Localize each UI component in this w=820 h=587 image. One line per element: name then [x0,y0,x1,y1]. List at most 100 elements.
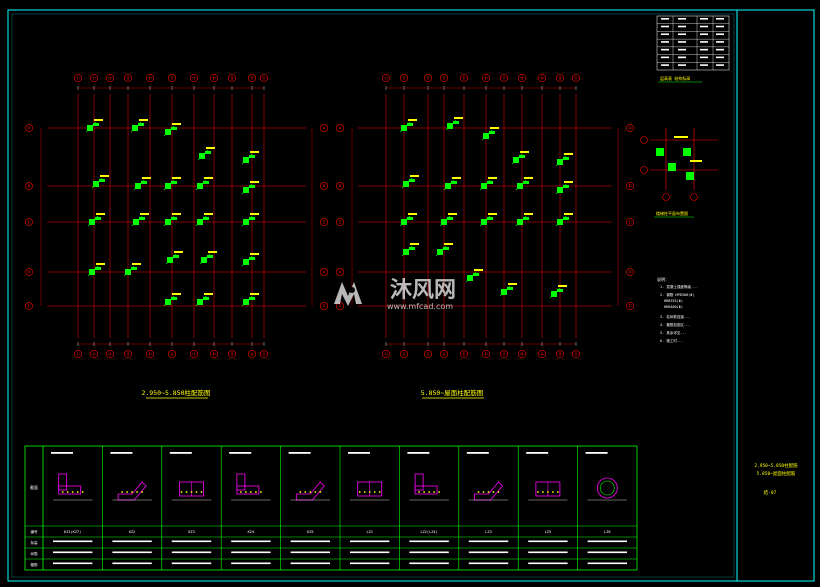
axis-bubble-icon [336,182,344,190]
axis-label: Ⓐ [322,125,327,132]
axis-label: ⑦ [192,76,196,81]
axis-bubble-icon [556,350,564,358]
column-mark [87,263,105,277]
schedule-cell-text [350,562,390,565]
axis-bubble-icon [210,350,218,358]
table-cell-text [716,64,724,66]
axis-label: ⑥ [170,76,174,81]
axis-label: ② [92,76,96,81]
axis-bubble-icon [320,218,328,226]
axis-bubble-icon [25,182,33,190]
axis-bubble-icon [210,74,218,82]
axis-label: ⑨ [540,76,544,81]
table-cell-text [700,48,708,51]
axis-bubble-icon [248,74,256,82]
schedule-cell-text [587,551,627,554]
column-mark [399,213,417,227]
column-mark [515,177,533,191]
axis-label: ① [76,352,80,357]
axis-bubble-icon [146,350,154,358]
axis-label: ⑩ [250,76,254,81]
axis-bubble-icon [556,74,564,82]
axis-label: ⑧ [520,76,524,81]
section-annotation [110,452,133,454]
column-label-tag [142,177,151,179]
schedule-cell-text [409,540,449,543]
column-schedule-table [24,445,638,571]
schedule-row-label: 标高 [31,540,38,545]
column-mark [401,243,419,257]
column-section-icon [596,477,618,499]
column-label-tag [96,213,105,215]
axis-bubble-icon [228,350,236,358]
table-cell-text [678,64,686,66]
section-annotation [229,452,252,454]
column-label-tag [454,117,463,119]
schedule-column-name: LZ1 [366,530,373,534]
schedule-column-name: KZ5 [307,530,314,534]
axis-bubble-icon [482,350,490,358]
schedule-cell-text [350,540,390,543]
axis-bubble-icon [168,350,176,358]
axis-label: ⑨ [230,76,234,81]
column-mark [195,293,213,307]
axis-label: ⑦ [502,352,506,357]
axis-bubble-icon [518,74,526,82]
watermark-logo-icon [334,282,362,306]
axis-bubble-icon [482,74,490,82]
schedule-cell-text [528,562,568,565]
axis-bubble-icon [336,218,344,226]
axis-bubble-icon [190,74,198,82]
axis-label: Ⓓ [628,269,633,276]
column-mark [241,253,259,267]
axis-bubble-icon [168,74,176,82]
schedule-header-label: 截面 [30,484,38,490]
table-cell-text [661,41,669,43]
axis-label: Ⓒ [322,219,327,226]
column-mark [195,213,213,227]
column-label-tag [204,213,213,215]
schedule-cell-text [409,551,449,554]
axis-bubble-icon [382,350,390,358]
section-annotation [51,452,73,454]
stair-column-detail [640,128,718,201]
column-label-tag [408,213,417,215]
table-cell-text [661,18,669,20]
column-label-tag [520,151,529,153]
axis-bubble-icon [25,124,33,132]
column-label-tag [408,119,417,121]
axis-bubble-icon [336,268,344,276]
column-label-tag [172,293,181,295]
column-label-tag [524,177,533,179]
column-mark [515,213,533,227]
column-mark [479,213,497,227]
axis-bubble-icon [260,350,268,358]
axis-label: Ⓔ [322,303,327,310]
axis-label: ① [384,76,388,81]
column-mark [195,177,213,191]
schedule-row-label: 编号 [31,529,38,534]
sheet-number: 结-07 [764,489,777,496]
schedule-cell-text [350,551,390,554]
axis-label: ② [92,352,96,357]
axis-label: ⑧ [212,76,216,81]
column-section-icon [357,481,383,497]
column-mark [465,269,483,283]
axis-label: ⑨ [540,352,544,357]
column-mark [91,175,109,189]
schedule-column-name: KZ1(KZ7) [64,530,81,534]
axis-bubble-icon [25,218,33,226]
axis-bubble-icon [320,182,328,190]
table-cell-text [661,48,669,51]
column-mark [481,127,499,141]
axis-bubble-icon [572,350,580,358]
column-label-tag [488,177,497,179]
column-section-icon [535,481,561,497]
axis-bubble-icon [626,302,634,310]
column-mark [555,213,573,227]
column-section-icon [117,481,147,501]
axis-label: Ⓔ [27,303,32,310]
schedule-column-name: LZ3 [485,530,492,534]
column-mark [87,213,105,227]
